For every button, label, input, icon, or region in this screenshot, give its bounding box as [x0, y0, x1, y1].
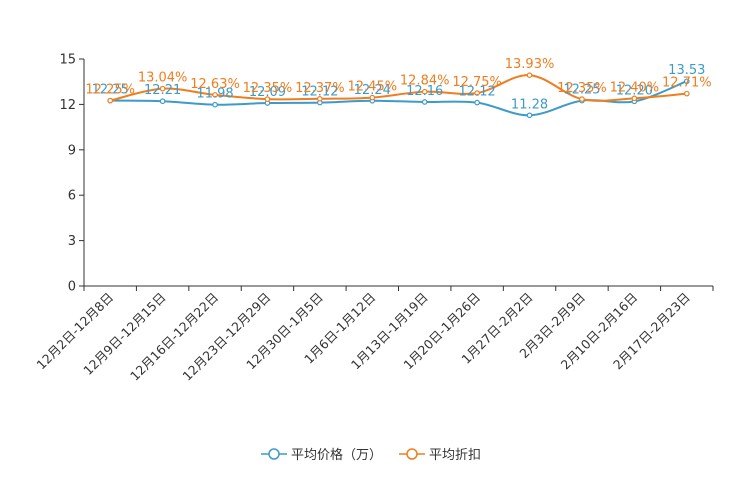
data-label: 12.16	[406, 84, 443, 99]
data-label: 13.93%	[505, 57, 555, 72]
data-label: 12.35%	[243, 81, 293, 96]
data-label: 13.04%	[138, 71, 188, 86]
legend-item-1[interactable]: 平均折扣	[399, 448, 481, 463]
data-label: 12.40%	[610, 80, 660, 95]
data-label: 11.98	[196, 87, 233, 102]
data-label: 12.12	[301, 85, 338, 100]
data-labels: 12.25 12.21 11.98 12.09 12.12 12.24 12.16 12.12…	[85, 57, 711, 112]
data-label: 12.45%	[348, 80, 398, 95]
data-label: 12.84%	[400, 74, 450, 89]
series-line-1	[109, 74, 687, 102]
legend-marker	[406, 448, 418, 460]
y-tick-label: 3	[68, 234, 76, 249]
data-point	[212, 101, 218, 108]
data-label: 12.71%	[662, 76, 712, 91]
data-point	[474, 99, 480, 106]
data-point	[369, 94, 376, 101]
x-tick-label: 12月23日-12月29日	[179, 290, 273, 384]
data-point	[159, 85, 166, 92]
y-tick-label: 9	[68, 143, 76, 158]
y-tick-label: 12	[59, 98, 76, 113]
data-label: 12.25%	[85, 83, 135, 98]
data-label: 12.20	[616, 83, 653, 98]
data-label: 12.25	[92, 83, 129, 98]
data-label: 12.12	[459, 85, 496, 100]
data-label: 12.24	[354, 83, 391, 98]
y-tick-label: 15	[59, 53, 76, 68]
data-point	[159, 98, 166, 105]
data-label: 12.25	[563, 83, 600, 98]
data-label: 12.09	[249, 85, 286, 100]
data-label: 12.75%	[452, 75, 502, 90]
data-point	[683, 78, 690, 85]
data-point	[421, 88, 428, 95]
legend-item-0[interactable]: 平均价格（万）	[261, 447, 382, 463]
data-point	[421, 99, 428, 105]
legend-marker	[268, 448, 280, 460]
data-point	[264, 96, 271, 102]
data-point	[579, 96, 585, 102]
data-point	[683, 90, 690, 97]
data-point	[526, 72, 533, 78]
data-label: 11.28	[511, 97, 548, 112]
data-label: 12.35%	[557, 81, 607, 96]
data-point	[317, 96, 323, 102]
y-tick-label: 6	[68, 189, 76, 204]
legend-label: 平均价格（万）	[291, 447, 382, 463]
series-layer	[107, 72, 690, 119]
data-point	[631, 95, 638, 102]
legend-label: 平均折扣	[429, 448, 481, 463]
data-label: 12.37%	[295, 81, 345, 96]
data-label: 12.21	[144, 83, 181, 98]
data-point	[107, 97, 114, 104]
x-tick-label: 12月16日-12月22日	[127, 290, 221, 384]
y-tick-label: 0	[68, 280, 76, 295]
data-label: 12.63%	[190, 77, 240, 92]
data-point	[212, 92, 218, 98]
data-point	[474, 90, 480, 96]
legend[interactable]: 平均价格（万） 平均折扣	[261, 447, 481, 463]
data-point	[526, 112, 533, 119]
data-label: 13.53	[668, 63, 705, 78]
